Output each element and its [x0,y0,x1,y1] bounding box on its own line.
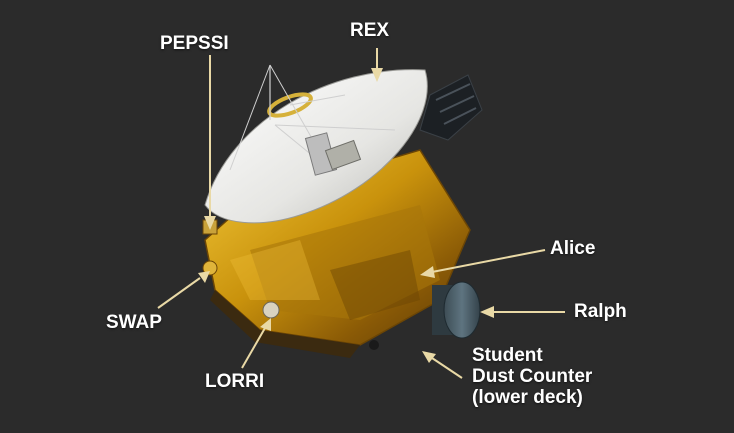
label-rex: REX [350,20,390,41]
label-swap: SWAP [106,312,162,333]
sdc-line-1: Student [472,345,543,366]
sdc-leader [431,357,463,379]
sdc-line-2: Dust Counter [472,366,593,387]
lorri-arrowhead [260,318,271,331]
leader-lines [157,48,565,379]
sdc-line-3: (lower deck) [472,387,583,408]
alice-leader [431,249,546,273]
label-pepssi: PEPSSI [160,33,229,54]
ralph-instrument [432,281,481,339]
label-lorri: LORRI [205,371,265,392]
rex-dish-antenna [204,64,428,224]
swap-leader [157,277,201,309]
label-alice: Alice [550,238,596,259]
pepssi-arrowhead [204,216,216,230]
ralph-arrowhead [480,306,494,318]
rex-arrowhead [371,68,383,82]
label-ralph: Ralph [574,301,627,322]
lorri-leader [241,327,266,369]
rtg-panel [419,74,483,141]
alice-arrowhead [420,266,435,278]
swap-instrument [202,260,218,276]
lorri-instrument [262,301,280,319]
dust-counter-instrument [369,340,379,350]
sdc-arrowhead [422,351,436,363]
swap-arrowhead [198,271,210,283]
label-student-dust-counter: Student Dust Counter (lower deck) [472,345,622,408]
